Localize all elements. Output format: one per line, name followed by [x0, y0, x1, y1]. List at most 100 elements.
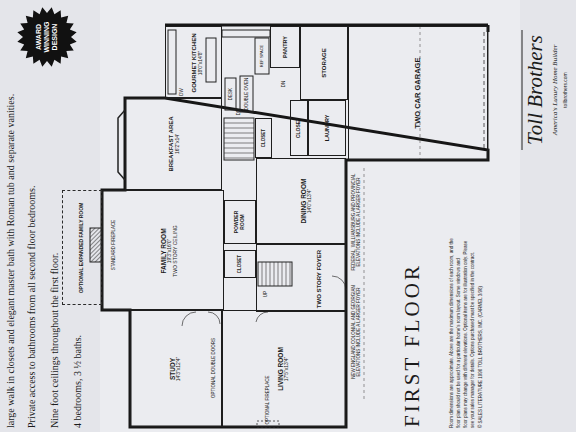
stair-label: DN: [282, 81, 287, 88]
room-label: AWARD WINNING DESIGN: [35, 9, 59, 65]
room-dimension: 17'5"x13'4": [285, 313, 291, 424]
room-name: GOURMET KITCHEN: [191, 30, 198, 96]
bay-window: [118, 110, 125, 180]
room-name: POWDER ROOM: [234, 203, 246, 241]
room-name: BREAKFAST AREA: [167, 101, 174, 187]
fixture-label: DOUBLE OVEN: [244, 78, 249, 111]
elevation-note: NEW ENGLAND COLONIAL AND GEORGIAN ELEVAT…: [352, 282, 362, 382]
room-name: PANTRY: [282, 29, 288, 65]
room-label: FAMILY ROOM19'3"x16'0"TWO STORY CEILING: [160, 194, 179, 308]
starburst-shape: [17, 7, 76, 66]
brand-name: Toll Brothers: [524, 35, 547, 145]
stair-tread: [274, 262, 275, 286]
room-dimension: 16'2"x14': [174, 101, 180, 187]
foyer-stairs: [258, 262, 292, 286]
room-dimension: 14'3"x12'4": [177, 313, 183, 424]
room-label: OPTIONAL EXPANDED FAMILY ROOM: [79, 193, 85, 302]
stair-tread: [224, 133, 254, 134]
room-label: STUDY14'3"x12'4": [169, 313, 182, 424]
room: DINING ROOM14'0"x13'4": [256, 158, 346, 244]
fine-print: © SALES LITERATURE 1996 TOLL BROTHERS, I…: [479, 286, 484, 428]
elevation-line: [364, 168, 365, 400]
fixture-label: STANDARD FIREPLACE: [112, 215, 117, 275]
room-name: DINING ROOM: [300, 161, 307, 241]
double-oven: [240, 76, 253, 112]
room-name: TWO CAR GARAGE: [414, 29, 423, 157]
desk: [225, 78, 236, 110]
fine-print: see your sales manager for details. Opti…: [471, 252, 476, 428]
garage: TWO CAR GARAGE: [348, 26, 488, 160]
room: TWO STORY FOYER: [256, 244, 346, 312]
room-dimension: TWO STORY CEILING: [173, 194, 179, 308]
award-badge: AWARD WINNING DESIGN: [16, 6, 78, 68]
refrigerator-space: [255, 38, 269, 74]
room-name: CLOSET: [296, 103, 302, 153]
optional-room: OPTIONAL EXPANDED FAMILY ROOM: [62, 190, 102, 305]
basement-stairs: [224, 118, 254, 160]
room-name: CLOSET: [261, 121, 266, 155]
fine-print: Room dimensions are approximate. Above a…: [450, 238, 455, 428]
room-label: CLOSET: [261, 121, 266, 155]
room-dimension: 18'0"x14'8": [198, 30, 204, 96]
stair-tread: [224, 153, 254, 154]
stair-label: DN: [237, 109, 242, 116]
room-name: STUDY: [169, 313, 176, 424]
stair-tread: [224, 128, 254, 129]
room-name: AWARD WINNING DESIGN: [35, 9, 59, 65]
room-name: OPTIONAL EXPANDED FAMILY ROOM: [79, 193, 85, 302]
room-name: STORAGE: [321, 29, 328, 97]
stair-label: UP: [264, 291, 269, 297]
closet: CLOSET: [255, 118, 272, 158]
closet: CLOSET: [224, 250, 256, 278]
room: STORAGE: [300, 26, 348, 100]
closet: CLOSET: [290, 100, 308, 156]
kitchen-island: [206, 38, 216, 82]
stair-tread: [224, 143, 254, 144]
room-name: FAMILY ROOM: [160, 194, 167, 308]
feature-note: 4 bedrooms, 3 ½ baths.: [72, 335, 83, 428]
fine-print: floor plans may change with different el…: [464, 241, 469, 428]
room-name: TWO STORY FOYER: [316, 248, 323, 310]
kitchen-counter: [168, 30, 176, 94]
room-label: TWO CAR GARAGE: [414, 29, 423, 157]
room-label: BREAKFAST AREA16'2"x14': [167, 101, 180, 187]
room-label: GOURMET KITCHEN18'0"x14'8": [191, 30, 204, 96]
fixture-label: DW: [180, 88, 185, 96]
stair-tread: [270, 262, 271, 286]
room-label: LIVING ROOM17'5"x13'4": [277, 313, 290, 424]
room-name: LIVING ROOM: [277, 313, 284, 424]
door-swing: [256, 276, 346, 322]
exterior-wall: [102, 25, 488, 427]
room-label: LAUNDRY: [324, 103, 330, 153]
room: LAUNDRY: [308, 100, 346, 156]
room: POWDER ROOM: [224, 200, 256, 244]
room: GOURMET KITCHEN18'0"x14'8": [165, 26, 222, 98]
feature-note: Nine foot ceilings throughout the first …: [49, 253, 60, 428]
elevation-note: FEDERAL, WILLIAMSBURG AND PROVINCIAL ELE…: [352, 172, 362, 272]
stair-tread: [282, 262, 283, 286]
room-label: STORAGE: [321, 29, 328, 97]
room-name: LAUNDRY: [324, 103, 330, 153]
stair-tread: [224, 123, 254, 124]
door-swing: [182, 312, 220, 326]
room: FAMILY ROOM19'3"x16'0"TWO STORY CEILING: [102, 190, 224, 310]
logo-rule: [522, 30, 523, 150]
room-name: CLOSET: [237, 253, 242, 275]
stair-tread: [290, 262, 291, 286]
garage-door-track: [484, 32, 485, 150]
stair-tread: [224, 158, 254, 159]
room-label: PANTRY: [282, 29, 288, 65]
stair-tread: [224, 148, 254, 149]
plan-title: FIRST FLOOR: [400, 263, 425, 427]
fixture-label: REF SPACE: [260, 41, 264, 71]
stair-tread: [224, 138, 254, 139]
option-label: OPTIONAL FIREPLACE: [266, 376, 271, 425]
room: PANTRY: [270, 26, 300, 68]
room-label: DINING ROOM14'0"x13'4": [300, 161, 313, 241]
fireplace: [90, 228, 102, 262]
stair-tread: [262, 262, 263, 286]
room: BREAKFAST AREA16'2"x14': [125, 98, 222, 190]
fixture-label: DESK: [228, 88, 233, 100]
